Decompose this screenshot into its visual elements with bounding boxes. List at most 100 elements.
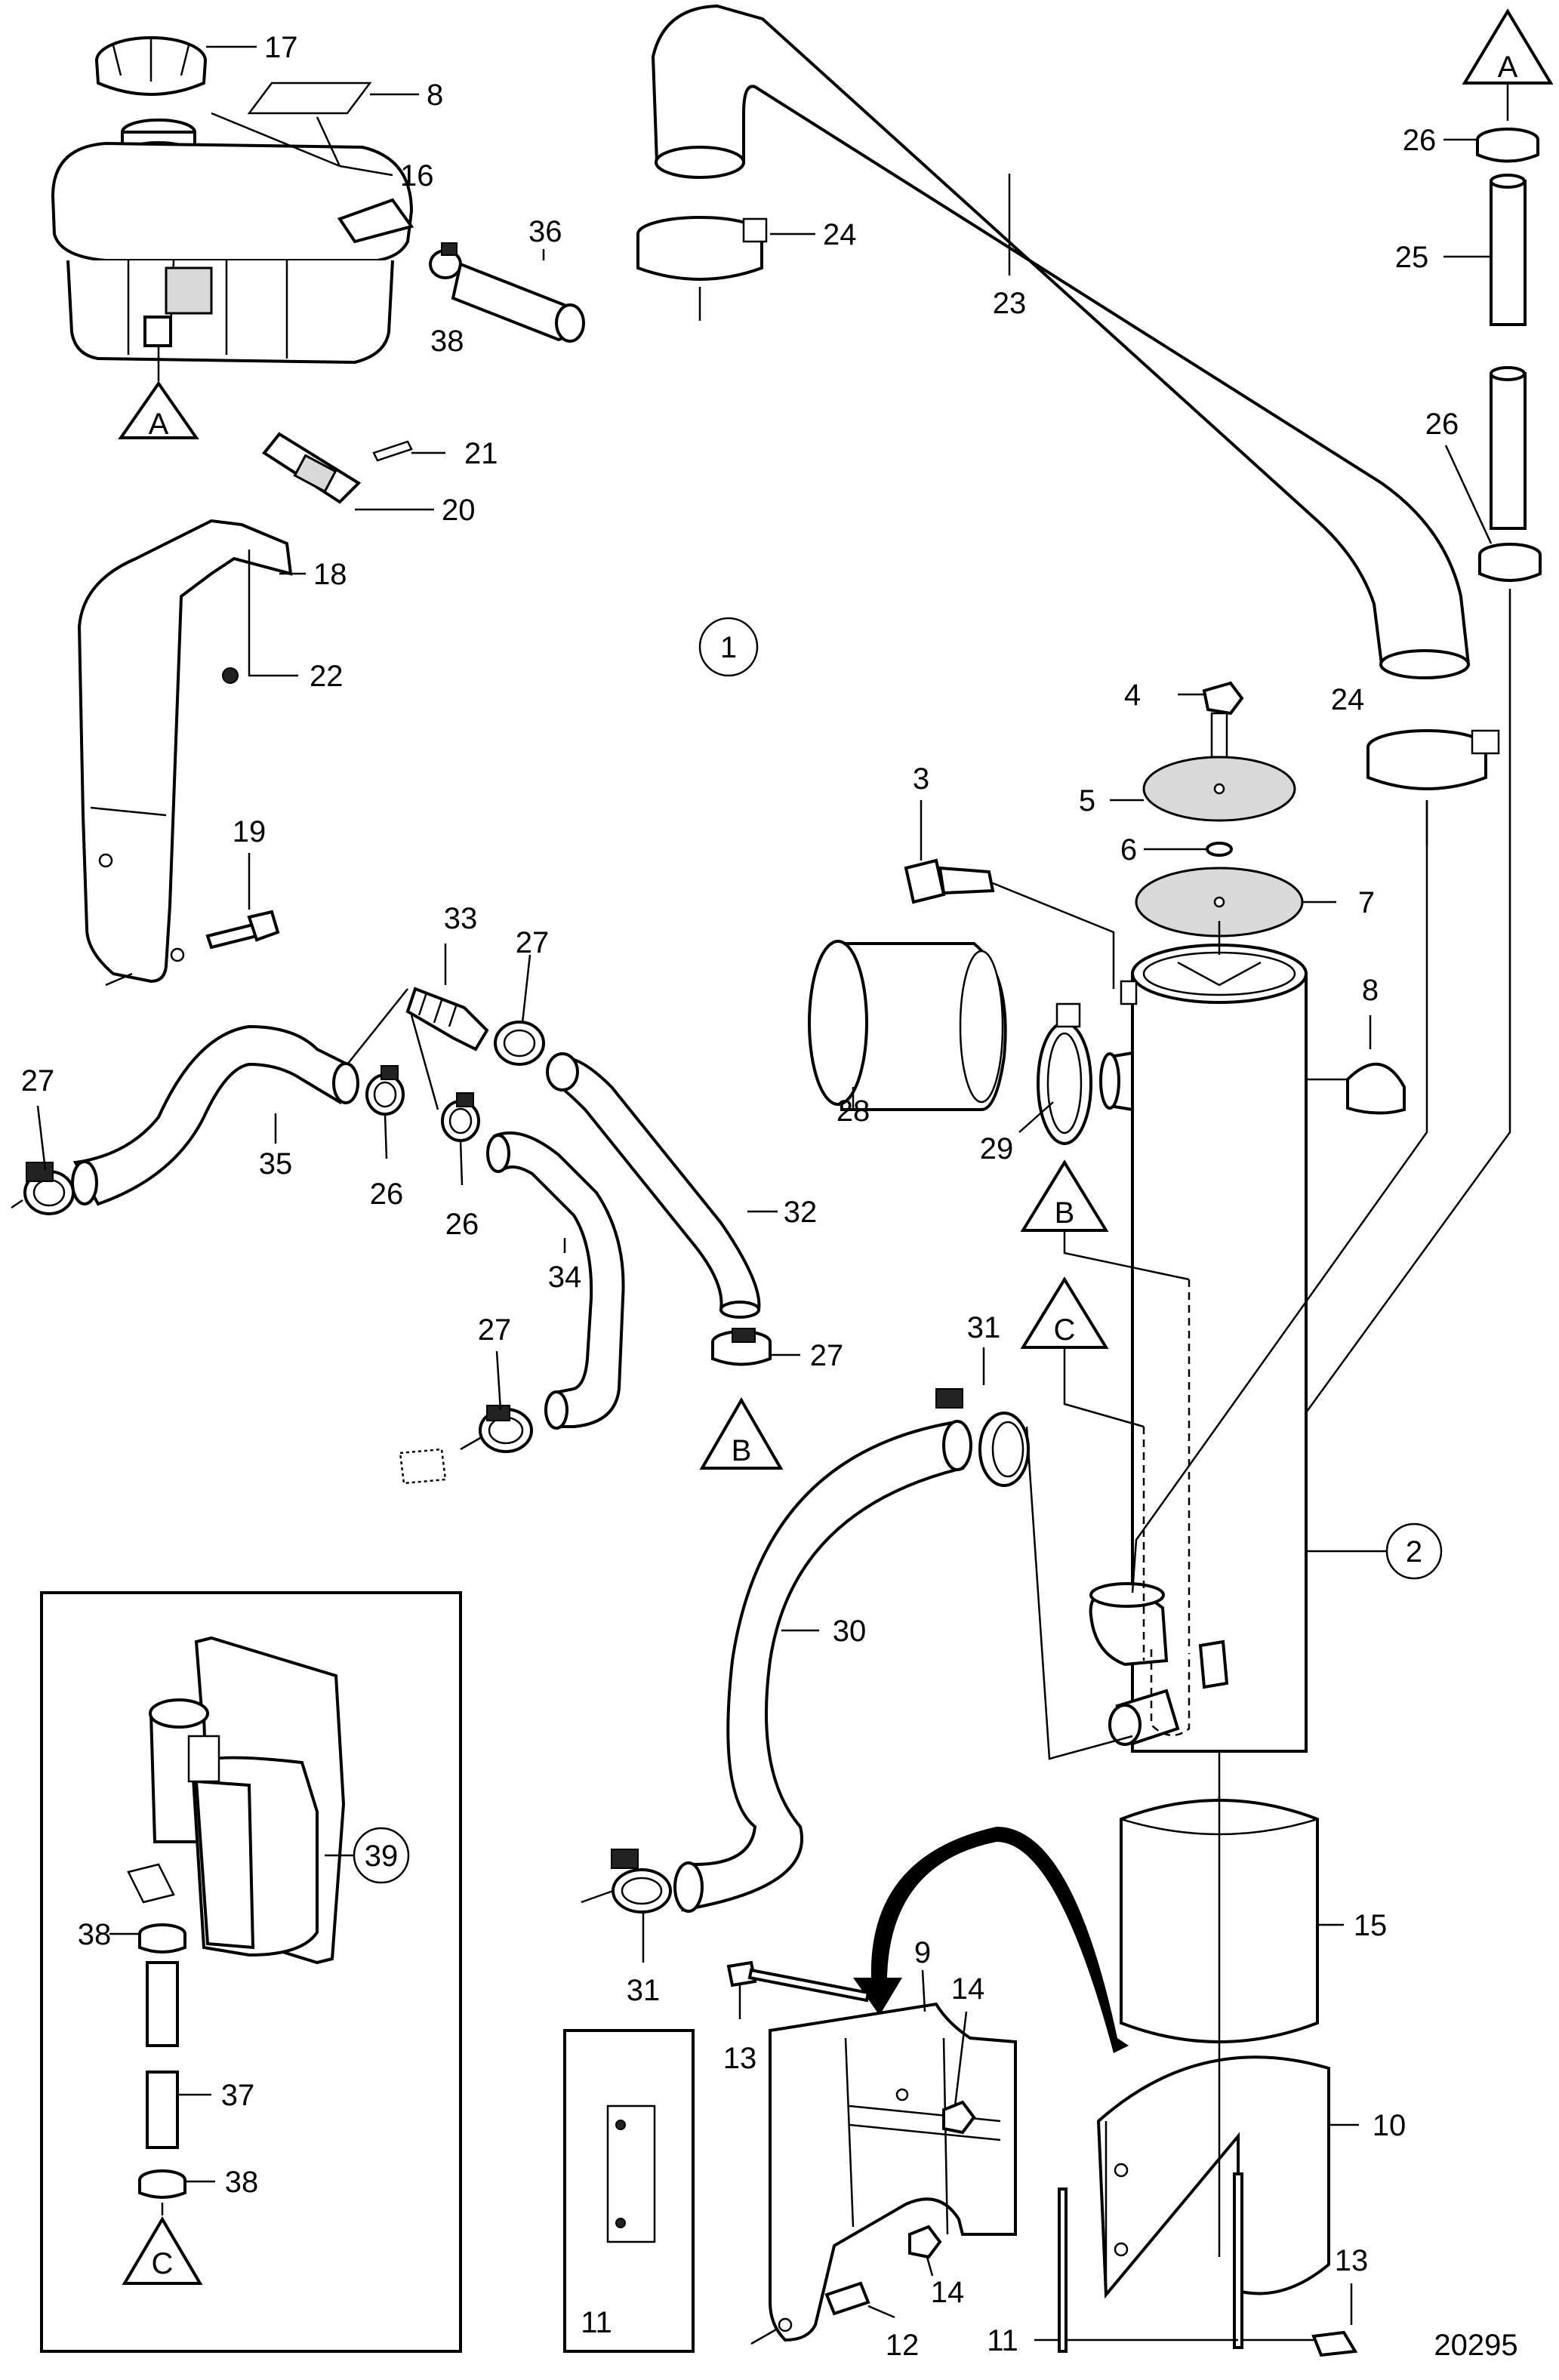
label-34: 34 xyxy=(548,1261,582,1294)
label-13-left: 13 xyxy=(723,2042,757,2075)
label-18: 18 xyxy=(313,558,347,591)
label-26-right: 26 xyxy=(1425,408,1459,441)
label-21: 21 xyxy=(464,437,498,470)
pipe-connector xyxy=(808,940,1007,1111)
reference-triangle-b-right: B xyxy=(1020,1159,1191,1649)
o-ring xyxy=(1206,842,1233,857)
expansion-tank-assembly xyxy=(51,36,585,381)
label-4: 4 xyxy=(1124,679,1141,712)
coolant-hose-lower xyxy=(673,1420,1133,1913)
label-8: 8 xyxy=(427,79,443,112)
screw xyxy=(904,858,1115,989)
pipe-clamp xyxy=(1037,1002,1092,1145)
label-28: 28 xyxy=(836,1095,870,1128)
label-13-right: 13 xyxy=(1335,2244,1369,2277)
reference-a-text: A xyxy=(149,408,169,441)
coolant-hose-upper xyxy=(651,4,1471,679)
tank-bracket xyxy=(77,432,413,987)
item-1-circle: 1 xyxy=(698,617,759,677)
svg-text:1: 1 xyxy=(720,631,737,664)
label-24-right: 24 xyxy=(1331,683,1365,716)
diagram-id: 20295 xyxy=(1434,2329,1517,2362)
svg-text:B: B xyxy=(1055,1196,1075,1230)
bracket-nut xyxy=(942,2100,976,2135)
fitting-outline xyxy=(399,1448,447,1485)
hose-clamp-lower xyxy=(1366,729,1500,845)
svg-text:C: C xyxy=(1054,1313,1076,1347)
label-14-bottom: 14 xyxy=(931,2276,965,2309)
retaining-clip xyxy=(1346,1062,1406,1115)
label-26-a: 26 xyxy=(370,1178,404,1211)
label-27-left: 27 xyxy=(21,1064,55,1098)
svg-text:2: 2 xyxy=(1406,1535,1422,1569)
label-7: 7 xyxy=(1358,886,1375,919)
label-30: 30 xyxy=(833,1615,867,1648)
label-11: 11 xyxy=(987,2324,1018,2357)
bolt xyxy=(205,910,280,950)
label-33: 33 xyxy=(444,902,478,935)
label-36: 36 xyxy=(528,215,562,248)
reference-triangle-b: B xyxy=(699,1397,784,1470)
hose-clip-bottom xyxy=(1206,543,1542,1548)
label-29: 29 xyxy=(980,1132,1014,1165)
cap-bolt xyxy=(1202,681,1244,771)
label-5: 5 xyxy=(1079,784,1095,817)
rubber-sleeve xyxy=(1120,1797,1319,2043)
svg-text:A: A xyxy=(1498,51,1518,84)
label-16: 16 xyxy=(400,159,434,192)
callout-labels: 17 8 16 36 38 21 20 18 22 19 24 23 26 25… xyxy=(21,31,1493,2362)
label-32: 32 xyxy=(784,1196,818,1229)
label-38-inset-bottom: 38 xyxy=(225,2166,259,2199)
label-20: 20 xyxy=(442,494,476,527)
label-37: 37 xyxy=(221,2079,255,2112)
hose-clip-26-b xyxy=(441,1092,480,1142)
svg-text:C: C xyxy=(152,2247,174,2280)
hose-clip-top xyxy=(1476,128,1539,163)
label-17: 17 xyxy=(264,31,298,64)
label-19: 19 xyxy=(233,815,267,848)
bracket-screw xyxy=(824,2281,870,2316)
hose-clip-30-top xyxy=(935,1388,1030,1487)
assembly-arrow xyxy=(853,1827,1129,2053)
reference-triangle-c-right: C xyxy=(1020,1276,1145,1661)
label-27-b: 27 xyxy=(810,1339,844,1372)
hose-clip-27-left xyxy=(11,1162,75,1215)
label-10: 10 xyxy=(1373,2109,1406,2142)
label-38-inset-top: 38 xyxy=(78,1918,112,1951)
spacer-inset-box: 11 xyxy=(563,2029,695,2353)
hose-clip-27-b xyxy=(711,1328,772,1366)
label-6: 6 xyxy=(1120,833,1137,867)
label-25: 25 xyxy=(1395,241,1429,274)
hose-clip-26-a xyxy=(365,1065,405,1116)
label-8-right: 8 xyxy=(1362,974,1379,1007)
clamp-bolt xyxy=(1311,2330,1358,2357)
hose-clip-27-mid xyxy=(494,1021,545,1066)
hose-32 xyxy=(546,1052,761,1319)
item-2-circle: 2 xyxy=(1385,1523,1443,1580)
pump-inset-box: C 39 xyxy=(40,1591,462,2353)
tube-clamp xyxy=(1096,2038,1330,2349)
hose-35 xyxy=(71,1024,359,1206)
label-3: 3 xyxy=(913,762,929,796)
small-hose xyxy=(1490,174,1527,530)
reference-triangle-a: A xyxy=(118,380,199,441)
filter-housing xyxy=(1089,921,1308,1804)
bracket-nut-lower xyxy=(908,2225,942,2259)
spacer xyxy=(1058,2188,1068,2353)
hose-nipple xyxy=(347,987,489,1110)
reference-triangle-a-right: A xyxy=(1462,8,1554,85)
hose-34 xyxy=(486,1131,625,1430)
label-31-top: 31 xyxy=(967,1311,1001,1344)
hose-clip xyxy=(429,242,462,279)
bracket-bolt xyxy=(726,1960,870,2003)
label-22: 22 xyxy=(310,660,344,693)
svg-text:39: 39 xyxy=(365,1840,399,1873)
hose-clamp-upper xyxy=(636,216,768,321)
label-26-b: 26 xyxy=(445,1208,479,1241)
label-35: 35 xyxy=(259,1147,293,1181)
label-27-mid: 27 xyxy=(516,926,550,959)
nut xyxy=(222,667,239,684)
label-23: 23 xyxy=(993,287,1027,320)
label-9: 9 xyxy=(914,1936,931,1969)
